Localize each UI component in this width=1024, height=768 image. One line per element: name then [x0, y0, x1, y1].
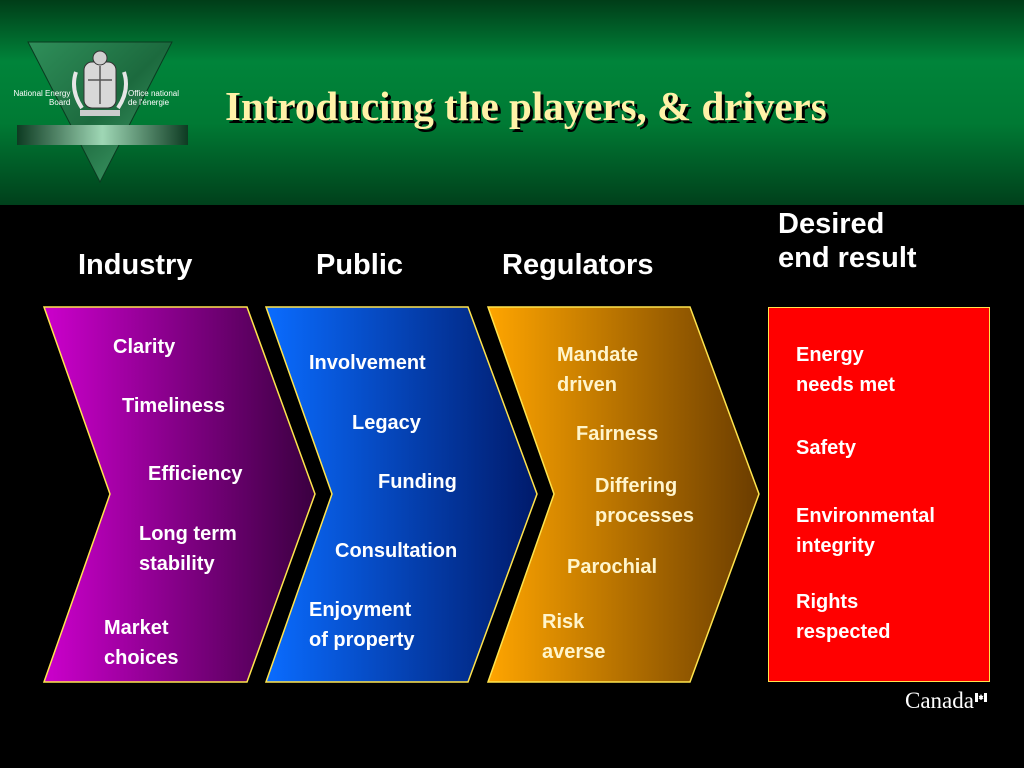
industry-item-clarity: Clarity	[113, 336, 176, 358]
result-item-safety: Safety	[796, 437, 857, 459]
industry-chevron	[42, 306, 316, 683]
regulators-item-fairness: Fairness	[576, 423, 659, 445]
column-header-industry: Industry	[78, 249, 193, 281]
neb-logo	[17, 41, 188, 184]
canada-flag-icon	[975, 693, 987, 702]
public-item-funding: Funding	[378, 471, 457, 493]
slide-title: Introducing the players, & drivers	[225, 83, 827, 129]
canada-wordmark: Canada	[905, 688, 974, 713]
logo-text-fr: Office national de l'énergie	[128, 89, 179, 107]
column-header-regulators: Regulators	[502, 249, 654, 281]
header-banner	[0, 0, 1024, 205]
logo-text-en: National Energy Board	[13, 89, 71, 107]
column-header-public: Public	[316, 249, 404, 281]
column-header-desired-result: Desired end result	[778, 208, 917, 274]
public-item-involvement: Involvement	[309, 352, 426, 374]
public-item-legacy: Legacy	[352, 412, 421, 434]
industry-item-timeliness: Timeliness	[122, 395, 226, 417]
public-item-consultation: Consultation	[335, 540, 458, 562]
coat-of-arms-icon	[72, 50, 128, 116]
desired-result-box	[768, 307, 990, 682]
industry-item-efficiency: Efficiency	[148, 463, 243, 485]
regulators-item-parochial: Parochial	[567, 556, 658, 578]
